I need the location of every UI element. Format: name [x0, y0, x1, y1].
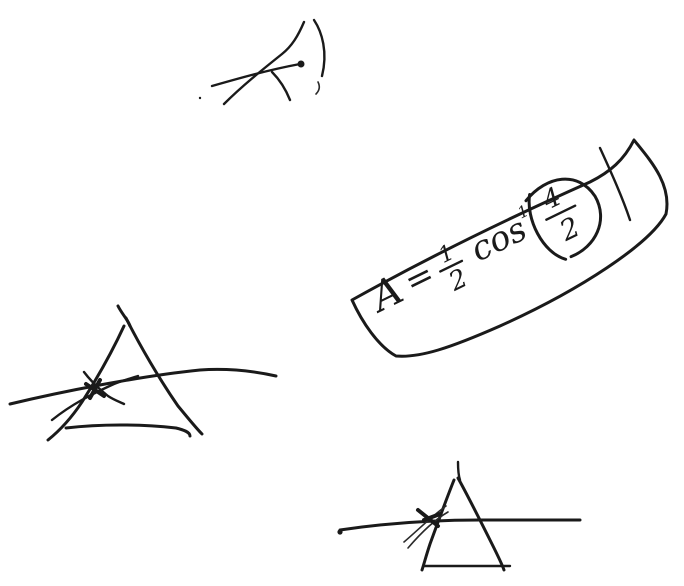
top-sketch-point: [297, 60, 305, 68]
top-sketch-arc-2: [312, 18, 326, 78]
formula-inverse-marker: -1: [509, 201, 531, 225]
note-outline: [350, 138, 669, 358]
large-triangle-arc-1: [50, 374, 140, 422]
large-triangle-right-side: [124, 316, 204, 436]
small-triangle-intersection-mark: [416, 508, 442, 528]
formula-arg-denominator: 2: [554, 210, 585, 248]
top-sketch-tick: [315, 81, 321, 95]
small-triangle-apex-mark: [456, 460, 462, 482]
formula-arg-circle: [524, 177, 603, 259]
formula-equals: =: [398, 254, 441, 302]
formula-coef-denominator: 2: [443, 263, 472, 298]
formula-note: A = 1 2 cos -1 4 2: [350, 138, 669, 358]
top-sketch-line: [210, 62, 302, 88]
large-triangle-sketch: [8, 304, 278, 442]
large-triangle-cross-mark: [84, 378, 106, 400]
small-triangle-line-end-dot: [337, 529, 343, 535]
small-triangle-right-side: [456, 476, 506, 572]
small-triangle-left-side: [420, 478, 456, 572]
top-intersection-sketch: [198, 18, 326, 106]
note-fold: [598, 146, 632, 222]
small-triangle-sketch: [337, 460, 582, 572]
top-sketch-dot: [198, 96, 202, 100]
top-sketch-arc-3: [270, 70, 292, 102]
small-triangle-horizontal-line: [338, 518, 582, 532]
small-triangle-arc-1: [403, 505, 447, 543]
large-triangle-apex: [116, 304, 132, 328]
top-sketch-arc-1: [222, 20, 306, 106]
small-triangle-arc-2: [407, 511, 449, 549]
formula-arg-bar: [545, 204, 577, 221]
large-triangle-base: [64, 423, 192, 438]
formula-arg-paren: [527, 193, 568, 261]
formula-coef-bar: [439, 259, 464, 273]
large-triangle-arc-2: [82, 370, 126, 406]
formula: A = 1 2 cos -1 4 2: [361, 177, 603, 323]
large-triangle-left-side: [46, 324, 126, 442]
large-triangle-horizontal-line: [8, 367, 278, 406]
